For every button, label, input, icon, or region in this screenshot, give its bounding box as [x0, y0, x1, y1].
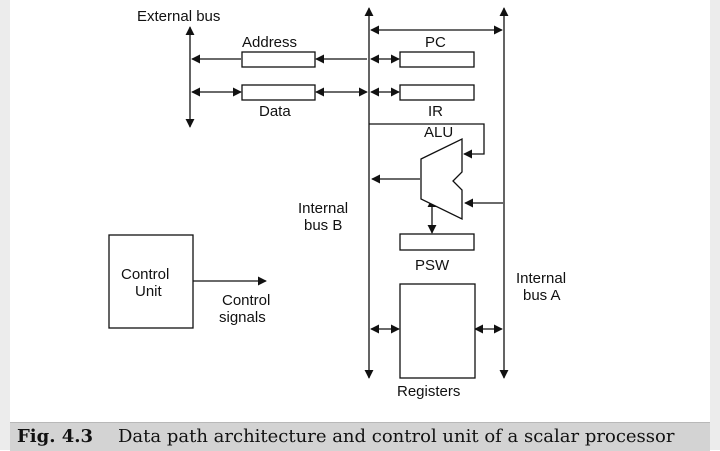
- alu-label: ALU: [424, 124, 453, 141]
- data-register-box: [241, 84, 316, 101]
- internal-bus-a-label-line2: bus A: [523, 287, 561, 304]
- registers-label: Registers: [397, 383, 460, 400]
- pc-register-box: [399, 51, 475, 68]
- figure-caption: Fig. 4.3 Data path architecture and cont…: [10, 422, 710, 451]
- pc-label: PC: [425, 34, 446, 51]
- control-unit-box: [108, 234, 194, 329]
- diagram-panel: [10, 0, 710, 424]
- registers-box: [399, 283, 476, 379]
- figure-caption-text: Data path architecture and control unit …: [118, 426, 675, 447]
- data-label: Data: [259, 103, 291, 120]
- datapath-diagram: External bus Address Data PC IR ALU Inte…: [108, 7, 566, 400]
- internal-bus-b-label-line1: Internal: [298, 200, 348, 217]
- ir-label: IR: [428, 103, 443, 120]
- external-bus-label: External bus: [137, 8, 220, 25]
- psw-label: PSW: [415, 257, 450, 274]
- internal-bus-a-label-line1: Internal: [516, 270, 566, 287]
- alu-shape: [420, 137, 463, 221]
- ir-register-box: [399, 84, 475, 101]
- address-register-box: [241, 51, 316, 68]
- address-label: Address: [242, 34, 297, 51]
- control-unit-label-line1: Control: [121, 266, 169, 283]
- internal-bus-b-label-line2: bus B: [304, 217, 342, 234]
- figure-number: Fig. 4.3: [17, 426, 94, 447]
- busb-to-alu-arrow: [369, 123, 485, 159]
- control-unit-label-line2: Unit: [135, 283, 163, 300]
- control-signals-label-line2: signals: [219, 309, 266, 326]
- control-signals-label-line1: Control: [222, 292, 270, 309]
- psw-register-box: [399, 233, 475, 251]
